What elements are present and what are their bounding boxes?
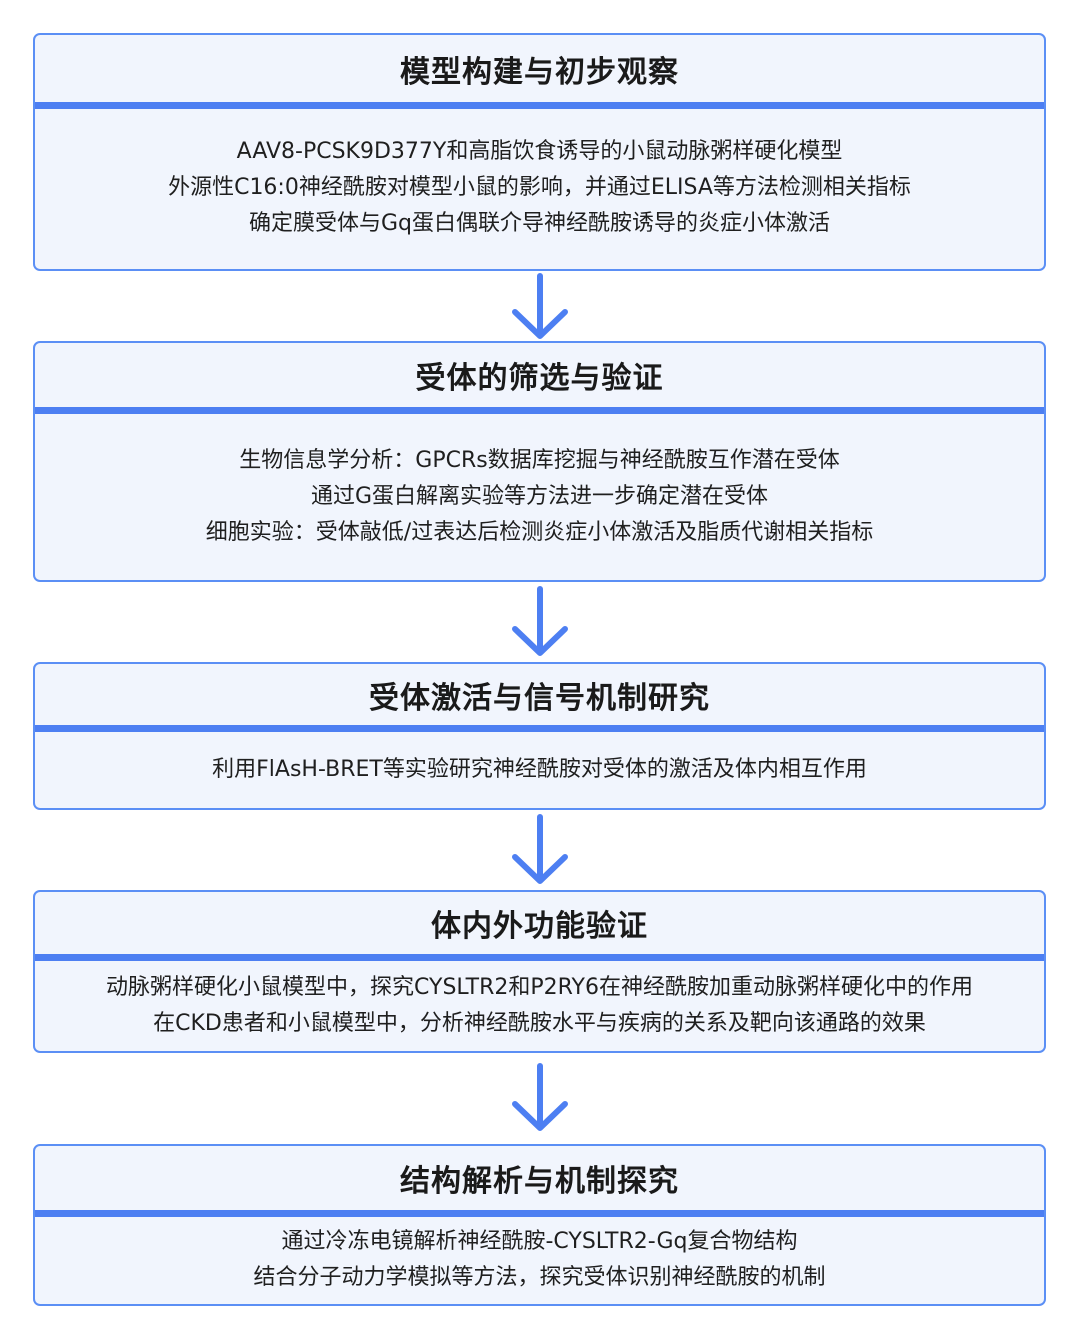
step-4-header: 体内外功能验证 [35, 892, 1044, 961]
step-3-title: 受体激活与信号机制研究 [369, 680, 710, 716]
step-1-line-3: 确定膜受体与Gq蛋白偶联介导神经酰胺诱导的炎症小体激活 [248, 210, 830, 236]
step-4-body: 动脉粥样硬化小鼠模型中，探究CYSLTR2和P2RY6在神经酰胺加重动脉粥样硬化… [35, 961, 1044, 1050]
step-2-header: 受体的筛选与验证 [35, 343, 1044, 414]
step-5-line-2: 结合分子动力学模拟等方法，探究受体识别神经酰胺的机制 [253, 1265, 826, 1290]
step-1-line-1: AAV8-PCSK9D377Y和高脂饮食诱导的小鼠动脉粥样硬化模型 [236, 138, 843, 164]
step-5-body: 通过冷冻电镜解析神经酰胺-CYSLTR2-Gq复合物结构 结合分子动力学模拟等方… [35, 1217, 1044, 1303]
down-arrow-icon [507, 272, 573, 342]
down-arrow-icon [507, 811, 573, 890]
down-arrow-icon [507, 583, 573, 661]
step-2-line-3: 细胞实验：受体敲低/过表达后检测炎症小体激活及脂质代谢相关指标 [205, 519, 874, 545]
down-arrow-icon [507, 1060, 573, 1136]
step-3-line-1: 利用FlAsH-BRET等实验研究神经酰胺对受体的激活及体内相互作用 [212, 756, 867, 782]
step-2-body: 生物信息学分析：GPCRs数据库挖掘与神经酰胺互作潜在受体 通过G蛋白解离实验等… [35, 414, 1044, 579]
step-3-body: 利用FlAsH-BRET等实验研究神经酰胺对受体的激活及体内相互作用 [35, 732, 1044, 807]
step-2-line-2: 通过G蛋白解离实验等方法进一步确定潜在受体 [310, 483, 769, 509]
step-2-title: 受体的筛选与验证 [415, 361, 664, 396]
step-4-box: 体内外功能验证 动脉粥样硬化小鼠模型中，探究CYSLTR2和P2RY6在神经酰胺… [33, 890, 1046, 1053]
step-5-line-1: 通过冷冻电镜解析神经酰胺-CYSLTR2-Gq复合物结构 [281, 1229, 798, 1254]
step-5-title: 结构解析与机制探究 [400, 1164, 679, 1199]
step-1-body: AAV8-PCSK9D377Y和高脂饮食诱导的小鼠动脉粥样硬化模型 外源性C16… [35, 109, 1044, 266]
step-3-box: 受体激活与信号机制研究 利用FlAsH-BRET等实验研究神经酰胺对受体的激活及… [33, 662, 1046, 810]
step-4-title: 体内外功能验证 [431, 909, 648, 944]
step-2-box: 受体的筛选与验证 生物信息学分析：GPCRs数据库挖掘与神经酰胺互作潜在受体 通… [33, 341, 1046, 582]
step-1-line-2: 外源性C16:0神经酰胺对模型小鼠的影响，并通过ELISA等方法检测相关指标 [168, 174, 911, 200]
step-3-header: 受体激活与信号机制研究 [35, 664, 1044, 732]
step-1-header: 模型构建与初步观察 [35, 35, 1044, 109]
step-5-box: 结构解析与机制探究 通过冷冻电镜解析神经酰胺-CYSLTR2-Gq复合物结构 结… [33, 1144, 1046, 1306]
step-4-line-1: 动脉粥样硬化小鼠模型中，探究CYSLTR2和P2RY6在神经酰胺加重动脉粥样硬化… [106, 974, 973, 1000]
step-2-line-1: 生物信息学分析：GPCRs数据库挖掘与神经酰胺互作潜在受体 [239, 447, 840, 473]
step-1-title: 模型构建与初步观察 [400, 54, 679, 90]
step-5-header: 结构解析与机制探究 [35, 1146, 1044, 1217]
step-1-box: 模型构建与初步观察 AAV8-PCSK9D377Y和高脂饮食诱导的小鼠动脉粥样硬… [33, 33, 1046, 271]
step-4-line-2: 在CKD患者和小鼠模型中，分析神经酰胺水平与疾病的关系及靶向该通路的效果 [153, 1010, 926, 1036]
